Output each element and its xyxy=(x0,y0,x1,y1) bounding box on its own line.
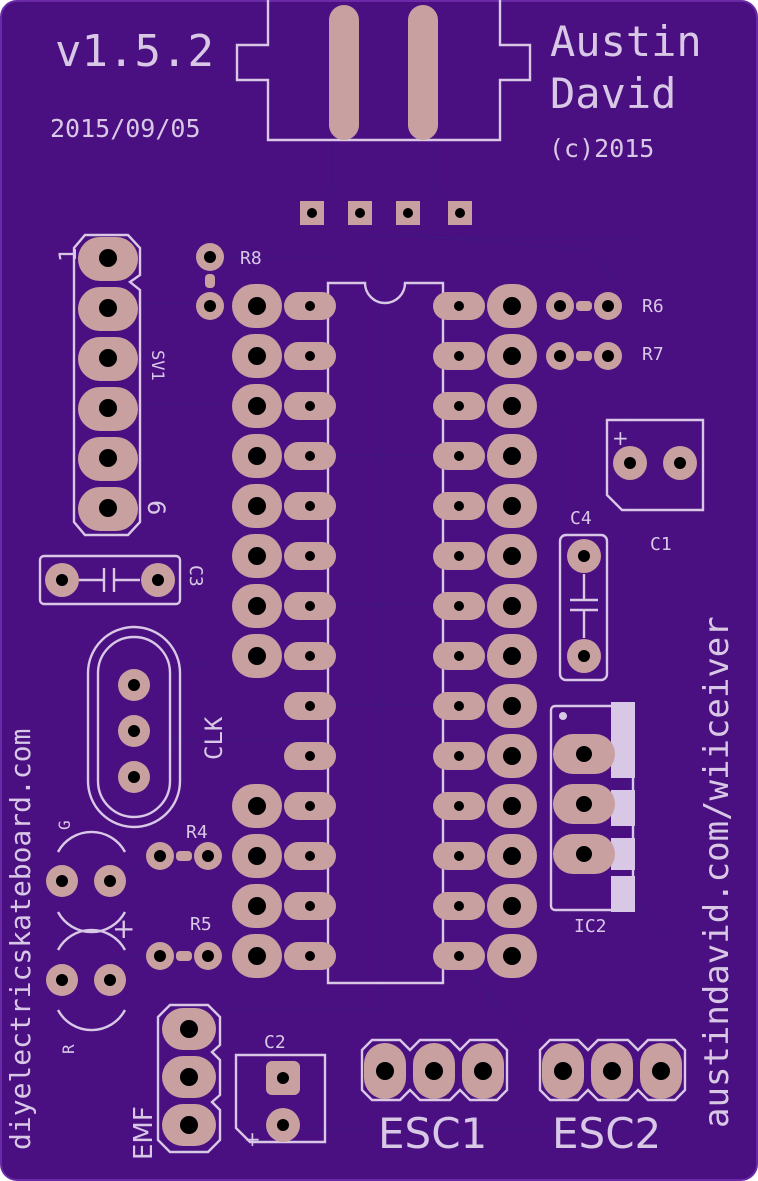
r5-resistor xyxy=(146,942,222,970)
c4-label: C4 xyxy=(570,508,592,529)
c1-label: C1 xyxy=(650,534,672,555)
esc1-label: ESC1 xyxy=(378,1109,487,1158)
esc2-label: ESC2 xyxy=(552,1109,661,1158)
r8-resistor xyxy=(196,243,224,320)
r6-resistor xyxy=(546,292,622,320)
author-last-name: David xyxy=(550,69,676,118)
led-green xyxy=(46,830,127,934)
sv1-pin6-label: 6 xyxy=(142,500,170,515)
emf-header xyxy=(156,1003,222,1154)
emf-label: EMF xyxy=(129,1106,159,1160)
r4-resistor xyxy=(146,842,222,870)
jack-slot-right-pad xyxy=(408,5,438,140)
sv1-pin1-label: 1 xyxy=(54,247,82,262)
date-label: 2015/09/05 xyxy=(50,114,201,143)
r5-label: R5 xyxy=(190,914,212,935)
led-green-label: G xyxy=(55,820,74,830)
header-pads-top xyxy=(300,201,472,225)
r7-label: R7 xyxy=(642,344,664,365)
c2-capacitor xyxy=(234,1053,327,1144)
r6-label: R6 xyxy=(642,296,664,317)
c2-label: C2 xyxy=(264,1032,286,1053)
led-red xyxy=(46,928,127,1032)
sv1-label: SV1 xyxy=(147,350,167,381)
esc2-header xyxy=(538,1038,687,1102)
c2-plus-label: + xyxy=(244,1127,261,1151)
dip-pads-left xyxy=(232,284,336,978)
jack-slot-left-pad xyxy=(329,5,359,140)
dip28-socket xyxy=(326,281,445,985)
sv1-header xyxy=(72,233,142,537)
dip-pads-right xyxy=(433,284,537,978)
r7-resistor xyxy=(546,342,622,370)
led-plus-label: + xyxy=(112,912,135,945)
c1-plus-label: + xyxy=(612,426,629,450)
ic2-label: IC2 xyxy=(574,916,607,937)
led-red-label: R xyxy=(59,1044,78,1054)
right-url-label: austindavid.com/wiiceiver xyxy=(697,616,737,1128)
c3-capacitor xyxy=(38,554,182,606)
r8-label: R8 xyxy=(240,248,262,269)
r4-label: R4 xyxy=(186,822,208,843)
clk-label: CLK xyxy=(200,716,228,760)
crystal-clk xyxy=(86,625,182,829)
copyright-label: (c)2015 xyxy=(549,134,654,163)
ic2-regulator xyxy=(549,702,635,912)
power-jack-footprint xyxy=(235,0,532,142)
version-label: v1.5.2 xyxy=(55,26,214,77)
c1-capacitor xyxy=(605,418,705,512)
c3-label: C3 xyxy=(185,565,206,587)
left-url-label: diyelectricskateboard.com xyxy=(4,729,37,1150)
c4-capacitor xyxy=(558,533,609,682)
author-first-name: Austin xyxy=(550,17,702,66)
esc1-header xyxy=(360,1038,509,1102)
